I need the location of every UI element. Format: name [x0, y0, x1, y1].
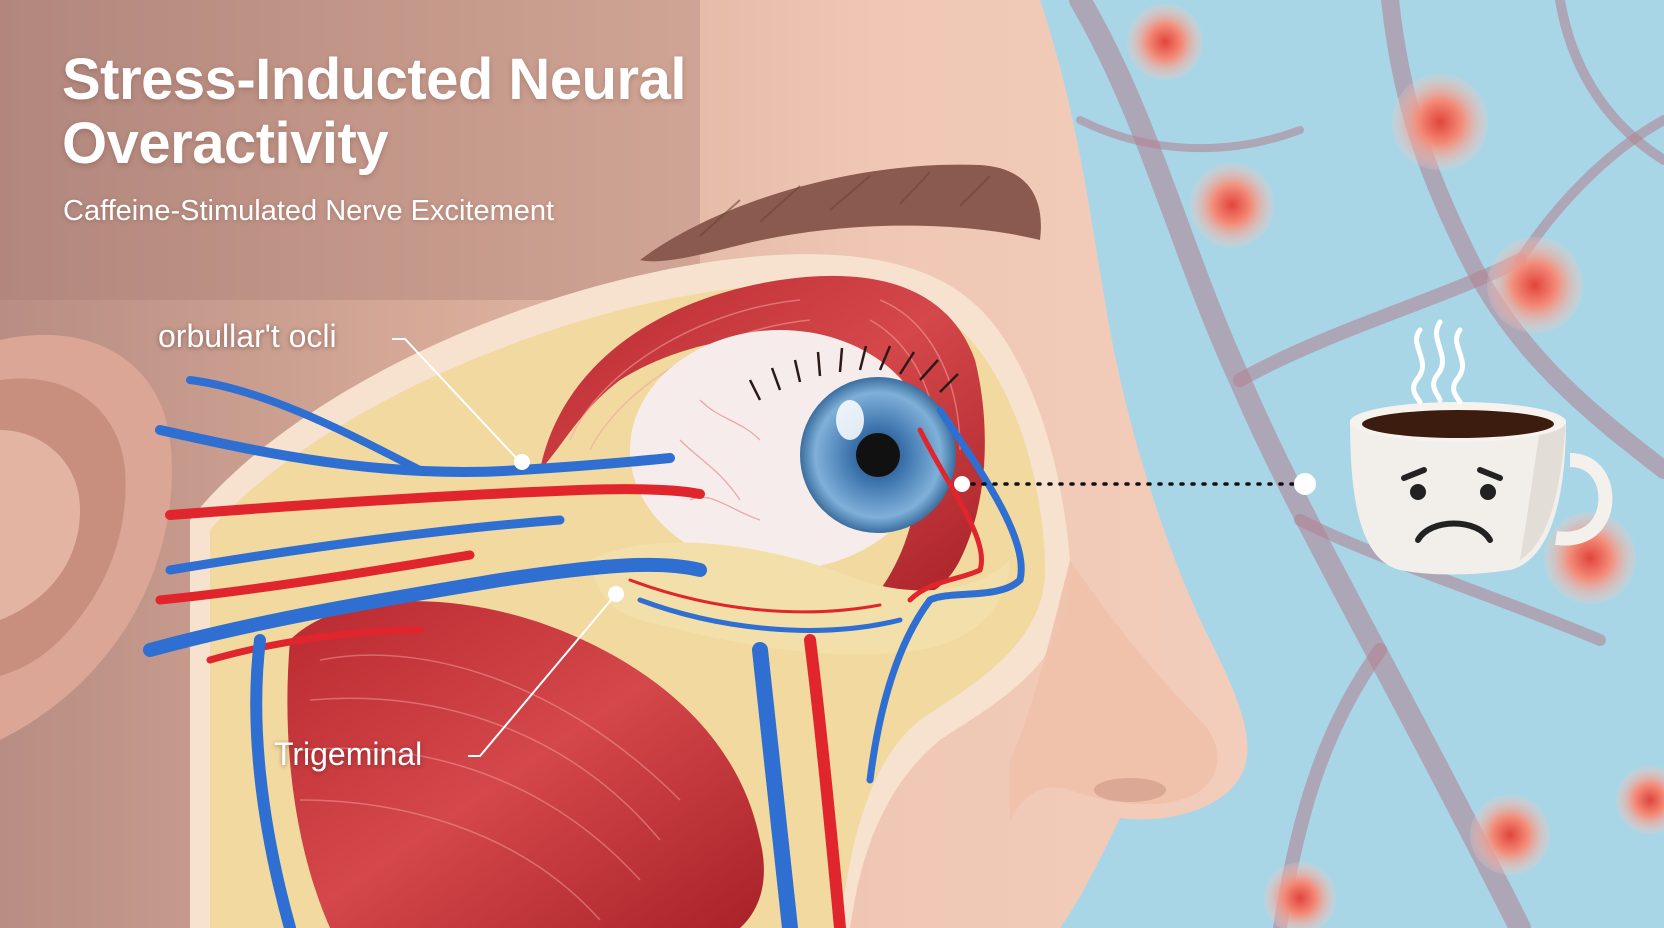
background-neurons	[1127, 4, 1664, 928]
orbicularis-label: orbullar't ocli	[158, 318, 337, 354]
callout-lines	[392, 338, 617, 757]
eye-marker-dot	[954, 476, 970, 492]
ear	[0, 334, 172, 740]
coffee-marker-dot	[1294, 473, 1316, 495]
coffee-cup-icon	[1350, 402, 1613, 575]
sad-face-icon	[1401, 467, 1503, 543]
steam-icon	[1411, 319, 1466, 405]
trigeminal-marker-dot	[608, 586, 624, 602]
nose	[1010, 560, 1218, 820]
orbicularis-marker-dot	[514, 454, 530, 470]
pupil	[856, 433, 900, 477]
nerves-and-vessels	[143, 376, 1025, 928]
background-vessels	[1069, 0, 1664, 928]
trigeminal-label: Trigeminal	[274, 736, 423, 772]
shadow-overlay	[0, 0, 700, 300]
masseter-muscle	[287, 601, 764, 928]
page-subtitle: Caffeine-Stimulated Nerve Excitement	[63, 195, 555, 227]
eyelashes	[748, 345, 959, 401]
page-title: Stress-Inducted Neural Overactivity	[62, 47, 686, 176]
eyebrow	[640, 164, 1041, 262]
